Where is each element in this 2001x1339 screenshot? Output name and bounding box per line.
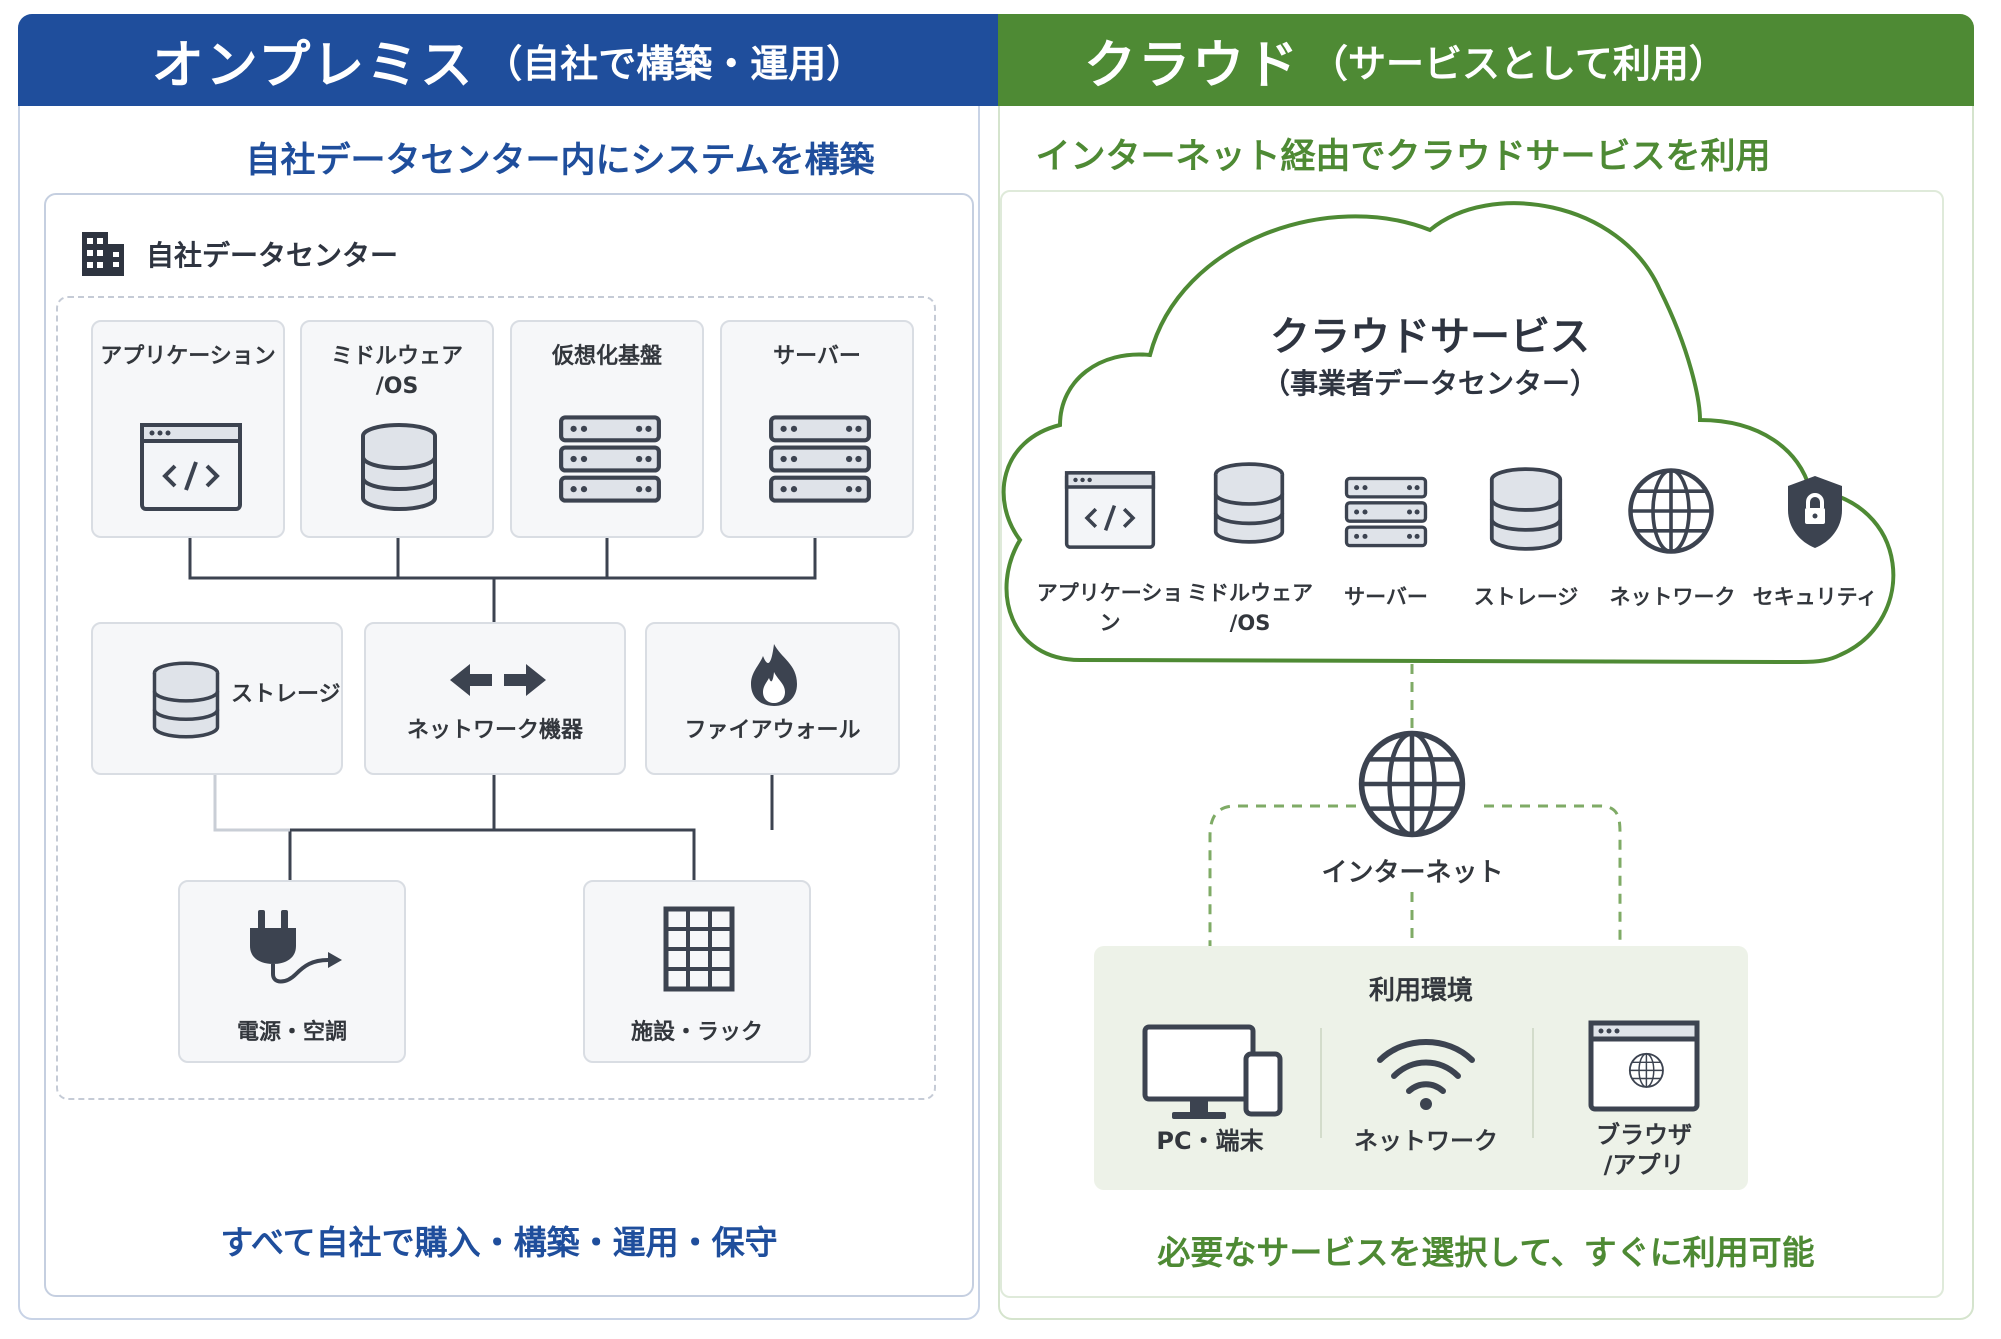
usage-pc-label: PC・端末 [1156, 1127, 1264, 1155]
card-network-device-label: ネットワーク機器 [406, 718, 583, 743]
flame-icon [751, 644, 797, 706]
card-virtualization: 仮想化基盤 [510, 320, 704, 538]
cloud-server-label: サーバー [1344, 585, 1428, 609]
onprem-connectors [188, 538, 817, 880]
card-middleware-label-text: ミドルウェア /OS [330, 344, 463, 399]
card-firewall-label: ファイアウォール [684, 718, 861, 743]
cloud-subtitle: インターネット経由でクラウドサービスを利用 [1035, 137, 1771, 177]
internet-connectors [1208, 664, 1622, 946]
cloud-service-subtitle: （事業者データセンター） [1261, 367, 1598, 400]
rack-grid-icon [663, 906, 735, 992]
card-facility: 施設・ラック [583, 880, 811, 1063]
cloud-network-label: ネットワーク [1609, 585, 1736, 609]
onprem-header: オンプレミス （自社で構築・運用） [18, 14, 998, 106]
onprem-title: オンプレミス [151, 35, 475, 96]
usage-title: 利用環境 [1368, 976, 1473, 1006]
card-application-label: アプリケーション [100, 344, 276, 369]
arrows-icon [450, 664, 546, 696]
usage-browser-label: ブラウザ /アプリ [1596, 1121, 1692, 1179]
usage-network-label: ネットワーク [1354, 1127, 1498, 1155]
card-server-label: サーバー [773, 344, 861, 369]
cloud-storage-label: ストレージ [1473, 585, 1579, 609]
datacenter-inner-dashed [56, 296, 936, 1100]
card-storage-label: ストレージ [231, 682, 341, 707]
datacenter-box [44, 193, 974, 1297]
card-server: サーバー [720, 320, 914, 538]
cloud-middleware-label: ミドルウェア /OS [1187, 581, 1313, 635]
usage-divider-1 [1320, 1028, 1322, 1138]
usage-divider-2 [1532, 1028, 1534, 1138]
cloud-header: クラウド （サービスとして利用） [998, 14, 1974, 106]
internet-label: インターネット [1321, 858, 1504, 888]
cloud-title: クラウド [1084, 35, 1301, 96]
card-middleware-label: ミドルウェア /OS [302, 342, 492, 402]
wifi-icon [1377, 1039, 1475, 1110]
datacenter-label: 自社データセンター [146, 239, 399, 272]
card-power: 電源・空調 [178, 880, 406, 1063]
card-firewall: ファイアウォール [645, 622, 900, 775]
card-storage: ストレージ [91, 622, 343, 775]
card-application: アプリケーション [91, 320, 285, 538]
cloud-service-title: クラウドサービス [1270, 314, 1590, 360]
shield-lock-icon [1788, 476, 1842, 548]
cloud-app-label: アプリケーション [1036, 581, 1184, 635]
card-network-device: ネットワーク機器 [364, 622, 626, 775]
onprem-subtitle: 自社データセンター内にシステムを構築 [245, 141, 875, 181]
cloud-security-label: セキュリティ [1752, 585, 1878, 609]
card-virtualization-label: 仮想化基盤 [551, 344, 662, 369]
card-power-label: 電源・空調 [236, 1020, 347, 1045]
browser-globe-icon [1588, 1020, 1700, 1112]
onprem-footer: すべて自社で購入・構築・運用・保守 [220, 1223, 778, 1262]
card-facility-label: 施設・ラック [630, 1020, 763, 1045]
onprem-title-sub: （自社で構築・運用） [484, 41, 865, 86]
plug-icon [250, 910, 342, 984]
building-icon [82, 232, 124, 276]
cloud-footer: 必要なサービスを選択して、すぐに利用可能 [1157, 1233, 1815, 1272]
cloud-inner-box [1000, 190, 1944, 1298]
cloud-title-sub: （サービスとして利用） [1310, 41, 1727, 86]
pc-device-icon [1142, 1024, 1283, 1119]
internet-globe-icon [1356, 728, 1468, 840]
card-middleware: ミドルウェア /OS [300, 320, 494, 538]
